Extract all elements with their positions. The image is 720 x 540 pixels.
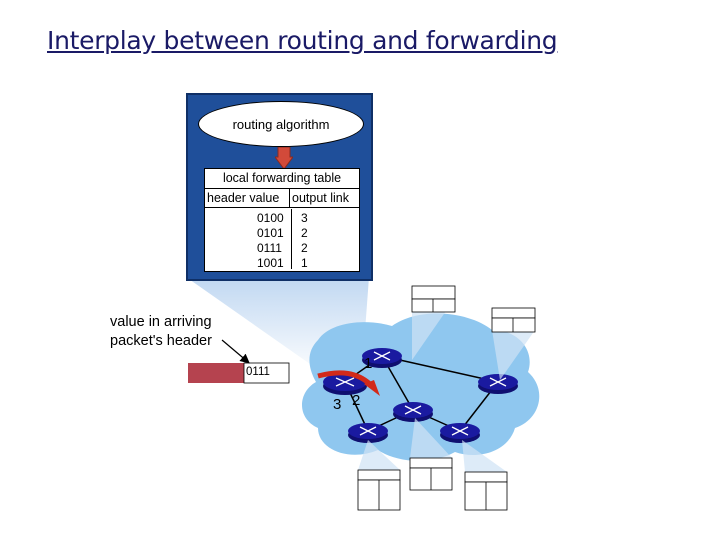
router-b <box>362 348 402 368</box>
table-cell-header: 0100 <box>257 211 284 225</box>
table-cell-link: 1 <box>301 256 308 270</box>
packet-caption: value in arriving packet's header <box>110 313 212 351</box>
packet-body <box>188 363 244 383</box>
routing-algorithm-label: routing algorithm <box>232 116 330 132</box>
link-label-2: 2 <box>352 392 361 409</box>
caption-line: packet's header <box>110 333 212 349</box>
table-cell-header: 0101 <box>257 226 284 240</box>
forwarding-table-title: local forwarding table <box>222 171 342 185</box>
mini-table-bottom-left <box>357 440 401 511</box>
caption-arrow <box>221 339 250 364</box>
down-arrow-icon <box>275 147 293 169</box>
page-title: Interplay between routing and forwarding <box>47 26 558 55</box>
table-divider <box>289 189 290 207</box>
mini-table-right <box>491 307 536 380</box>
packet-header-value: 0111 <box>246 366 270 378</box>
link-label-1: 1 <box>364 355 373 372</box>
mini-table-top <box>411 285 456 360</box>
router-f <box>440 423 480 443</box>
table-cell-link: 2 <box>301 241 308 255</box>
table-cell-link: 3 <box>301 211 308 225</box>
mini-table-bottom-mid <box>409 418 453 491</box>
table-cell-link: 2 <box>301 226 308 240</box>
link-label-3: 3 <box>333 396 342 413</box>
table-divider <box>205 207 359 208</box>
caption-line: value in arriving <box>110 314 212 330</box>
table-cell-header: 0111 <box>257 241 282 255</box>
column-header-link: output link <box>292 191 349 205</box>
table-cell-header: 1001 <box>257 256 284 270</box>
router-d <box>393 402 433 422</box>
table-divider <box>205 188 359 189</box>
packet-header <box>243 362 290 384</box>
table-divider <box>291 209 292 269</box>
routing-algorithm-ellipse: routing algorithm <box>198 101 364 147</box>
router-c <box>478 374 518 394</box>
forwarding-table: local forwarding table header value outp… <box>204 168 360 272</box>
column-header-value: header value <box>207 191 280 205</box>
router-e <box>348 423 388 443</box>
mini-table-bottom-right <box>462 440 508 511</box>
